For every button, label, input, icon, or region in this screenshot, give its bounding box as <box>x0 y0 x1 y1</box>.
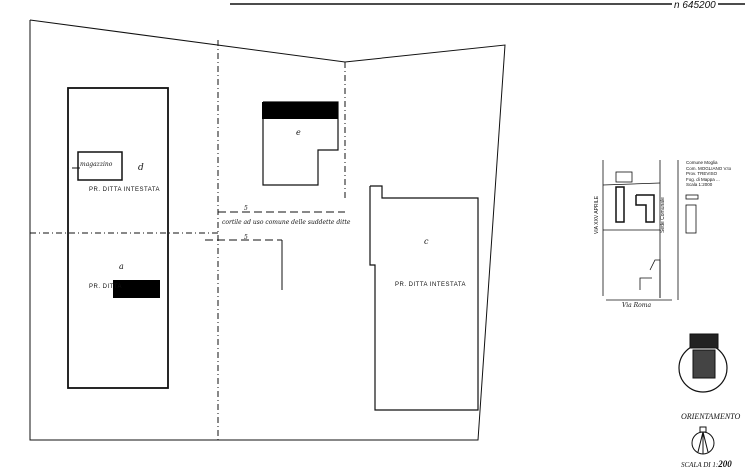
magazzino-room <box>77 151 123 181</box>
property-boundary <box>29 19 506 441</box>
owner-label: PR. DITTA INTESTATA <box>89 187 161 193</box>
owner-label: PR. DITTA INTESTATA <box>395 282 467 288</box>
map-info-line: Scala 1:2000 <box>686 182 713 187</box>
street-label: Sede Comunale <box>659 197 666 233</box>
location-map <box>602 160 699 301</box>
unit-label-c: c <box>424 237 429 246</box>
courtyard-note: cortile ad uso comune delle suddette dit… <box>222 219 351 226</box>
scale-value: 200 <box>718 459 732 469</box>
map-info-line: Com. MOGLIANO V.to <box>686 165 732 171</box>
unit-label-a: a <box>119 262 124 271</box>
scale-prefix: SCALA DI 1: <box>681 461 719 469</box>
room-label-magazzino: magazzino <box>80 161 113 168</box>
owner-label: PR. DITTA <box>89 284 123 290</box>
unit-label-e: e <box>296 128 301 137</box>
street-label: VIA XXV APRILE <box>594 195 601 235</box>
document-number: n 645200 <box>672 0 718 11</box>
map-info-line: Prov. TREVISO <box>686 171 718 176</box>
orientation-label: ORIENTAMENTO <box>681 412 741 421</box>
building-a <box>67 87 169 389</box>
unit-label-d: d <box>138 163 144 173</box>
dimension-label: 5 <box>244 205 248 212</box>
map-info: Comune Moglia Com. MOGLIANO V.to Prov. T… <box>686 160 731 188</box>
redaction-block <box>262 102 338 119</box>
street-label: Via Roma <box>622 302 652 309</box>
map-info-line: Fog. di Mappa ... <box>686 176 720 182</box>
dimension-label: 5 <box>244 234 248 241</box>
map-info-line: Comune Moglia <box>686 160 718 165</box>
scale-label: SCALA DI 1:200 <box>681 459 732 469</box>
redaction-block <box>113 280 160 298</box>
building-c <box>369 185 479 411</box>
